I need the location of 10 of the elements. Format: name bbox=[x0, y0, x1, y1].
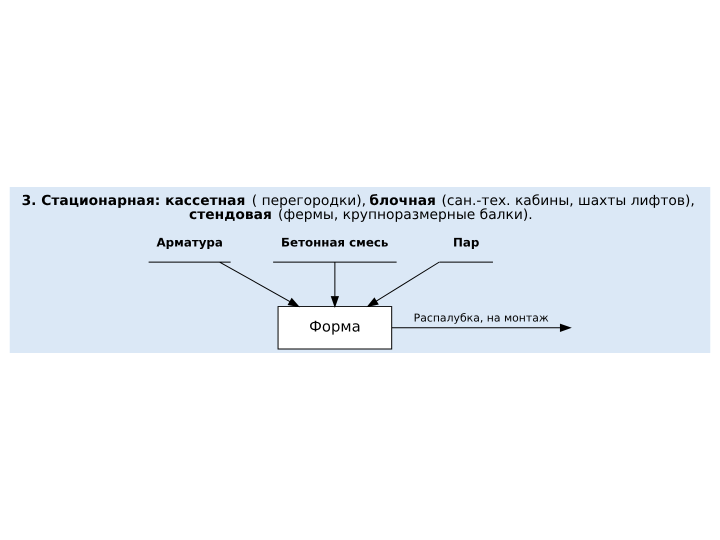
arrow bbox=[330, 262, 340, 308]
node-text: Бетонная смесь bbox=[281, 235, 388, 250]
node-text: Пар bbox=[452, 235, 480, 250]
node-box: Форма bbox=[278, 306, 392, 350]
node-text: Арматура bbox=[156, 235, 223, 250]
edge-label: Распалубка, на монтаж bbox=[414, 312, 549, 325]
arrow bbox=[391, 324, 572, 332]
arrow bbox=[366, 262, 440, 308]
diagram-title: 3. Стационарная: кассетная ( перегородки), блочная (сан.-тех. кабины, шахты лифтов), стендовая (фермы, крупноразмерные балки). bbox=[22, 192, 695, 223]
arrow bbox=[219, 262, 300, 308]
